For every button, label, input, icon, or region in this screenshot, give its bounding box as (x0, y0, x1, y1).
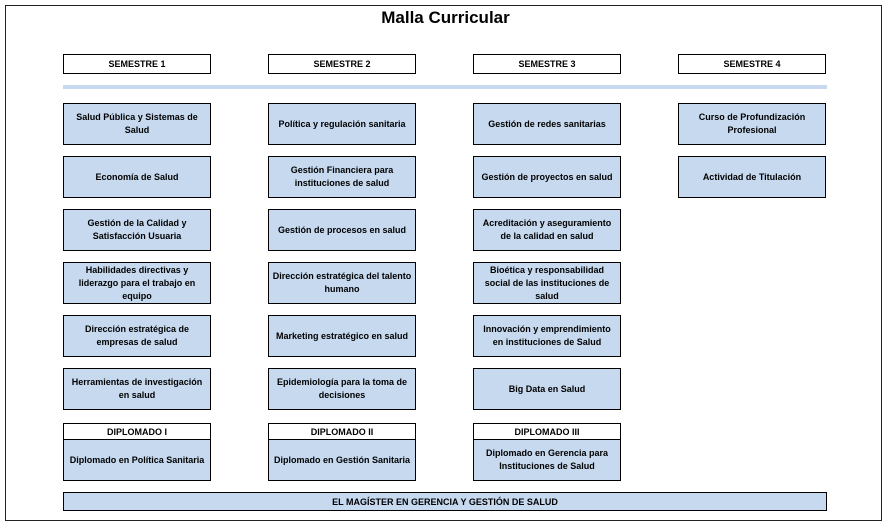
header-divider-band (63, 85, 827, 89)
course-s3-4: Bioética y responsabilidad social de las… (473, 262, 621, 304)
course-s2-1: Política y regulación sanitaria (268, 103, 416, 145)
course-s1-1: Salud Pública y Sistemas de Salud (63, 103, 211, 145)
course-s2-5: Marketing estratégico en salud (268, 315, 416, 357)
course-s2-2: Gestión Financiera para instituciones de… (268, 156, 416, 198)
degree-footer: EL MAGÍSTER EN GERENCIA Y GESTIÓN DE SAL… (63, 492, 827, 511)
course-s3-1: Gestión de redes sanitarias (473, 103, 621, 145)
course-s4-1: Curso de Profundización Profesional (678, 103, 826, 145)
course-s2-3: Gestión de procesos en salud (268, 209, 416, 251)
course-s1-4: Habilidades directivas y liderazgo para … (63, 262, 211, 304)
course-s1-3: Gestión de la Calidad y Satisfacción Usu… (63, 209, 211, 251)
diplomado-1-header: DIPLOMADO I (63, 423, 211, 439)
diplomado-2-name: Diplomado en Gestión Sanitaria (268, 439, 416, 481)
semester-2-header: SEMESTRE 2 (268, 54, 416, 74)
course-s1-2: Economía de Salud (63, 156, 211, 198)
diplomado-3-header: DIPLOMADO III (473, 423, 621, 439)
course-s1-6: Herramientas de investigación en salud (63, 368, 211, 410)
course-s2-6: Epidemiología para la toma de decisiones (268, 368, 416, 410)
course-s2-4: Dirección estratégica del talento humano (268, 262, 416, 304)
page-title: Malla Curricular (381, 8, 510, 27)
course-s3-5: Innovación y emprendimiento en instituci… (473, 315, 621, 357)
course-s3-3: Acreditación y aseguramiento de la calid… (473, 209, 621, 251)
semester-4-header: SEMESTRE 4 (678, 54, 826, 74)
diplomado-3-name: Diplomado en Gerencia para Instituciones… (473, 439, 621, 481)
course-s1-5: Dirección estratégica de empresas de sal… (63, 315, 211, 357)
course-s4-2: Actividad de Titulación (678, 156, 826, 198)
course-s3-6: Big Data en Salud (473, 368, 621, 410)
diplomado-1-name: Diplomado en Política Sanitaria (63, 439, 211, 481)
semester-1-header: SEMESTRE 1 (63, 54, 211, 74)
diplomado-2-header: DIPLOMADO II (268, 423, 416, 439)
semester-3-header: SEMESTRE 3 (473, 54, 621, 74)
course-s3-2: Gestión de proyectos en salud (473, 156, 621, 198)
